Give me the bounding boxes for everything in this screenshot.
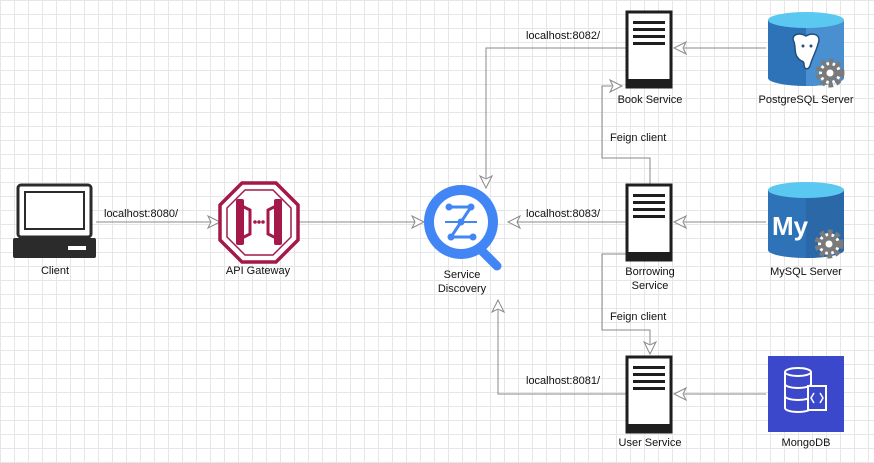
node-mongodb: MongoDB <box>768 356 844 449</box>
client-label: Client <box>41 265 69 277</box>
mongodb-database-icon <box>768 356 844 432</box>
mysql-label: MySQL Server <box>770 266 842 278</box>
arrow-gateway-discovery <box>410 214 426 230</box>
node-book-service: Book Service <box>618 10 683 106</box>
edge-book-discovery <box>485 47 626 178</box>
node-postgresql: PostgreSQL Server <box>759 12 854 106</box>
server-icon <box>625 355 673 434</box>
mysql-database-icon: My <box>768 182 844 259</box>
node-borrowing-service: Borrowing Service <box>625 183 675 292</box>
label-borrowing-port: localhost:8083/ <box>526 208 601 220</box>
arrow-book-discovery <box>478 174 494 190</box>
edge-feign-borrowing-book <box>601 85 651 184</box>
borrowing-service-label-line1: Borrowing <box>625 266 675 278</box>
label-client-gateway: localhost:8080/ <box>104 208 179 220</box>
postgresql-database-icon <box>768 12 845 88</box>
arrow-feign-borrowing-book <box>608 78 624 94</box>
arrow-client-gateway <box>206 214 222 230</box>
arrow-mongodb-user <box>672 386 688 402</box>
service-discovery-label-line1: Service <box>444 269 481 281</box>
label-user-port: localhost:8081/ <box>526 375 601 387</box>
node-client: Client <box>13 183 96 277</box>
arrow-user-discovery <box>490 298 506 314</box>
edge-user-discovery <box>497 310 626 395</box>
api-gateway-label: API Gateway <box>226 265 291 277</box>
service-discovery-icon <box>424 185 502 271</box>
arrow-borrowing-discovery <box>506 214 522 230</box>
node-user-service: User Service <box>619 355 682 449</box>
edge-labels: localhost:8080/ localhost:8082/ localhos… <box>104 30 666 387</box>
edges <box>96 40 766 402</box>
node-api-gateway: API Gateway <box>218 181 300 277</box>
user-service-label: User Service <box>619 437 682 449</box>
arrow-feign-borrowing-user <box>642 340 658 356</box>
book-service-label: Book Service <box>618 94 683 106</box>
computer-icon <box>13 183 96 258</box>
server-icon <box>625 10 673 89</box>
gear-icon <box>814 229 844 259</box>
node-mysql: My MySQL Server <box>768 182 844 278</box>
server-icon <box>625 183 673 262</box>
api-gateway-icon <box>218 181 300 264</box>
arrow-postgres-book <box>672 40 688 56</box>
service-discovery-label-line2: Discovery <box>438 283 487 295</box>
mongodb-label: MongoDB <box>782 437 831 449</box>
edge-feign-borrowing-user <box>601 253 651 344</box>
gear-icon <box>815 58 845 88</box>
postgresql-label: PostgreSQL Server <box>759 94 854 106</box>
label-book-port: localhost:8082/ <box>526 30 601 42</box>
label-feign-book: Feign client <box>610 132 666 144</box>
arrow-mysql-borrowing <box>672 214 688 230</box>
borrowing-service-label-line2: Service <box>632 280 669 292</box>
node-service-discovery: Service Discovery <box>424 185 502 295</box>
mysql-mark: My <box>772 211 809 241</box>
label-feign-user: Feign client <box>610 311 666 323</box>
